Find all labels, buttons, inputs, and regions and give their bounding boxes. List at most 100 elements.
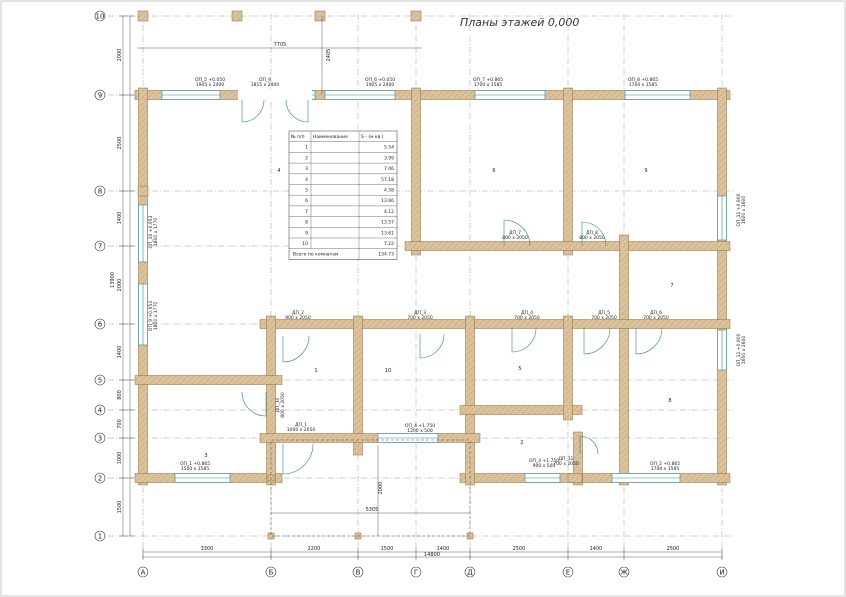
door-swing [241,391,267,417]
row-axis-bubble [94,404,106,416]
door-swing [282,335,310,363]
dim-label-bottom: 3300 [201,546,214,552]
row-axis-bubble [94,89,106,101]
column-axis-label: И [719,569,724,577]
table-cell-area: 13.57 [381,220,394,226]
door-size: 1000 x 2050 [287,427,316,433]
door-swing [503,219,531,247]
window-tag: ОП_1 +0.865 [180,461,210,467]
window-tag: ОП_4 +1.750 [405,423,435,429]
door-tag: ДП_10 [275,397,281,412]
room-number: 4 [277,168,280,174]
dim-label-left: 700 [117,419,123,429]
door-size: 700 x 2050 [407,315,433,321]
door-swing [581,221,607,247]
table-cell-area: 4.58 [384,188,394,194]
window-size: 1800 x 1770 [153,302,159,331]
post [231,10,243,22]
window-size: 1500 x 1585 [181,466,210,472]
column-axis-label: Е [566,569,570,577]
table-total-value: 134.73 [378,252,394,258]
door-size: 700 x 2050 [591,315,617,321]
door-size: 700 x 2050 [643,315,669,321]
door-swing [635,327,663,355]
window-size: 1700 x 1585 [651,466,680,472]
table-cell-area: 7.22 [384,241,394,247]
row-axis-bubble [94,240,106,252]
dim-label-left: 2000 [117,49,123,62]
dim-label-left: 1400 [117,346,123,359]
post [314,10,326,22]
table-cell-area: 4.12 [384,209,394,215]
room-number: 9 [644,168,647,174]
door-tag: ДП_5 [598,310,610,316]
dim-label-left-total: 13900 [110,272,116,288]
door-size: 800 x 2050 [579,235,605,241]
table-cell-area: 3.99 [384,155,394,161]
wall-segment [459,473,731,483]
column-axis-bubble [562,566,574,578]
walls [134,10,731,540]
room-number: 2 [520,440,523,446]
window-tag: ОП_11 +0.900 [736,333,742,366]
wall-segment [465,315,475,486]
door-swing [282,443,314,475]
room-number: 8 [668,398,671,404]
door-swing [579,435,599,455]
porch-outline [270,439,471,537]
dim-label-left: 800 [117,390,123,400]
table-cell-num: 7 [305,209,308,215]
column-axis-bubble [265,566,277,578]
row-axis-label: 5 [98,377,102,385]
table-cell-num: 4 [305,177,308,183]
row-axis-bubble [94,374,106,386]
dim-label-top-v: 2405 [326,49,332,62]
dim-label-bottom: 2500 [513,546,526,552]
dim-label-top: 7705 [274,42,287,48]
row-axis-label: 8 [98,188,102,196]
room-number: 3 [204,453,207,459]
table-cell-area: 5.54 [384,145,394,151]
wall-segment [411,87,421,256]
window-tag: ОП_3 +1.750 [529,458,559,464]
column-axis-label: Г [414,569,418,577]
table-cell-num: 1 [305,145,308,151]
door-tag: ДП_7 [509,230,521,236]
table-cell-area: 13.66 [381,198,394,204]
window-tag: ОП_9 +0.953 [148,301,154,331]
column-axis-label: В [356,569,361,577]
window-size: 1905 x 2400 [366,82,395,88]
dim-label-left: 1500 [117,501,123,514]
row-axis-bubble [94,318,106,330]
row-axis-bubble [94,530,106,542]
door-tag: ДП_1 [295,422,307,428]
window-tag: ОП_10 +0.953 [148,215,154,248]
row-axis-label: 10 [96,13,105,21]
wall-segment [567,473,583,483]
wall-segment [563,87,573,256]
window-size: 1600 x 1600 [741,336,747,365]
post [410,10,422,22]
wall-segment [563,315,573,421]
dim-label-bottom: 1400 [590,546,603,552]
dim-label-left: 1000 [117,452,123,465]
openings [138,90,727,483]
wall-segment [717,87,727,486]
column-axis-bubble [137,566,149,578]
door-size: 800 x 2050 [280,392,286,418]
wall-segment [259,433,481,443]
dim-label-bottom: 2500 [667,546,680,552]
table-cell-num: 9 [305,230,308,236]
door-tag: ДП_3 [414,310,426,316]
column-axis-bubble [464,566,476,578]
row-axis-label: 3 [98,435,102,443]
dim-label-total: 14800 [424,552,440,558]
window-tag: ОП_6 +0.050 [365,77,395,83]
table-cell-area: 7.06 [384,166,394,172]
column-axis-label: А [141,569,146,577]
table-cell-num: 2 [305,155,308,161]
